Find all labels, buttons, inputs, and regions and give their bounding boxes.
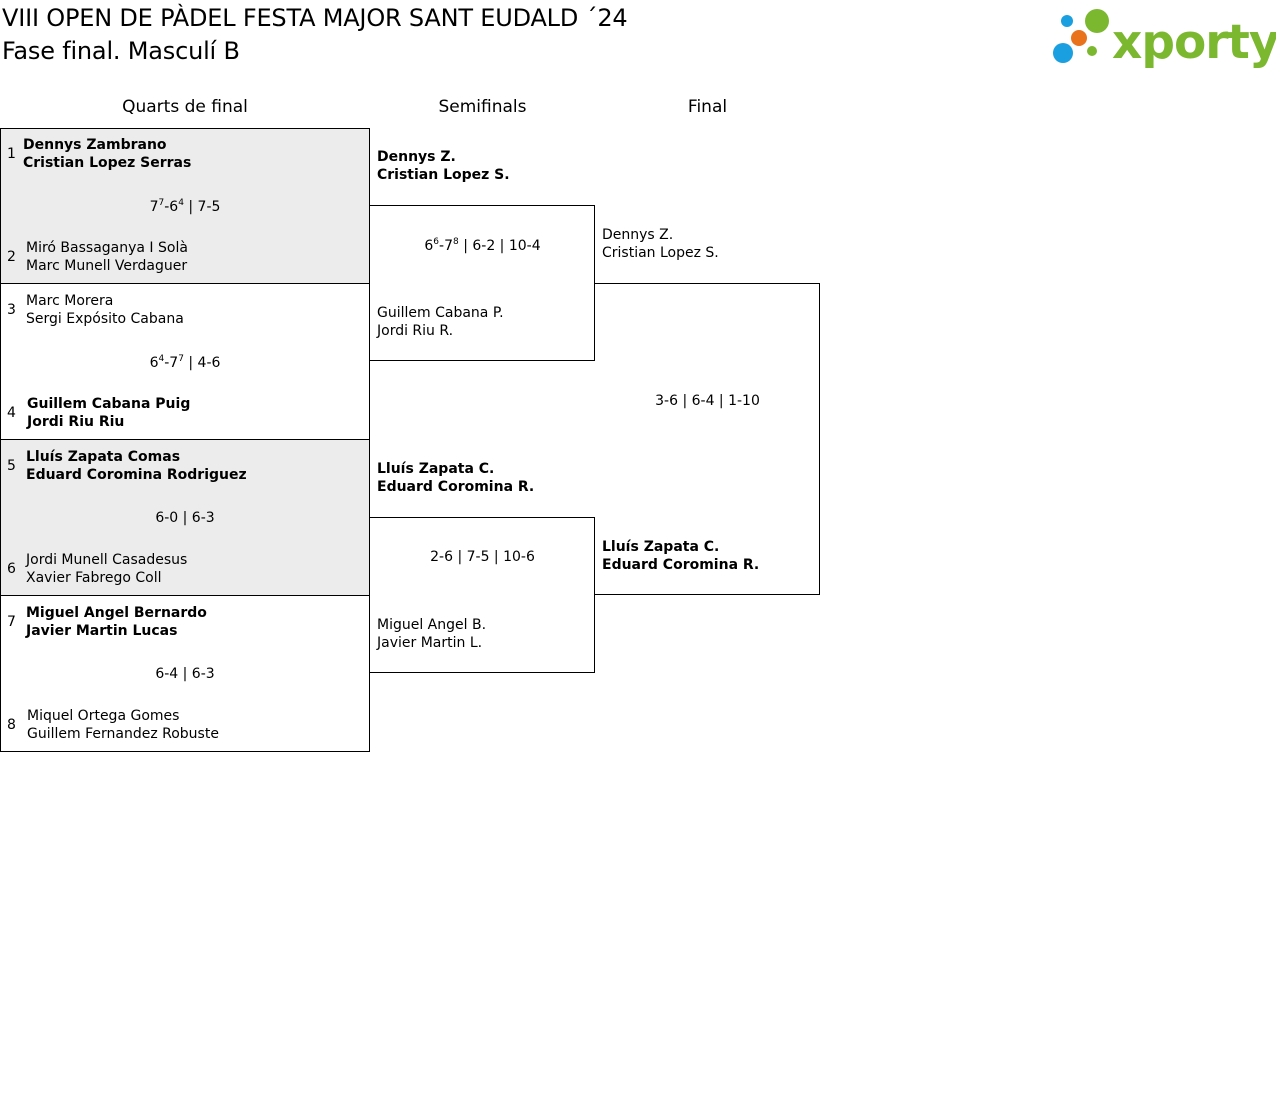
player-name: Dennys Z. xyxy=(602,227,674,243)
logo-dot-green xyxy=(1085,9,1109,33)
player-name: Marc Morera xyxy=(26,293,114,309)
player-name: Miquel Ortega Gomes xyxy=(27,708,180,724)
seed-number: 8 xyxy=(7,717,16,733)
set-score: 7 xyxy=(169,355,179,371)
tiebreak-score: 8 xyxy=(453,237,459,247)
seed-number: 6 xyxy=(7,561,16,577)
player-name: Dennys Z. xyxy=(377,149,456,165)
semifinal-match-2 xyxy=(370,517,595,673)
tournament-title: VIII OPEN DE PÀDEL FESTA MAJOR SANT EUDA… xyxy=(2,4,628,32)
match-score: 6-4 | 6-3 xyxy=(155,666,215,682)
player-name: Eduard Coromina Rodriguez xyxy=(26,467,247,483)
player-name: Cristian Lopez Serras xyxy=(23,155,192,171)
player-name: Lluís Zapata C. xyxy=(377,461,495,477)
seed-number: 5 xyxy=(7,458,16,474)
player-name: Eduard Coromina R. xyxy=(602,557,760,573)
score-rest: | 4-6 xyxy=(183,355,221,371)
tiebreak-score: 6 xyxy=(433,237,440,247)
quarterfinal-match-1 xyxy=(0,128,370,284)
round-header-semifinals: Semifinals xyxy=(438,97,527,117)
player-name: Cristian Lopez S. xyxy=(602,245,719,261)
seed-number: 1 xyxy=(7,146,16,162)
player-name: Miguel Angel Bernardo xyxy=(26,605,207,621)
match-score: 6-0 | 6-3 xyxy=(155,510,215,526)
player-name: Jordi Riu R. xyxy=(377,323,454,339)
player-name: Guillem Cabana P. xyxy=(377,305,504,321)
player-name: Miró Bassaganya I Solà xyxy=(26,240,188,256)
player-name: Dennys Zambrano xyxy=(23,137,167,153)
logo-dot-blue xyxy=(1053,43,1073,63)
logo-dot-orange xyxy=(1071,30,1087,46)
seed-number: 4 xyxy=(7,405,16,421)
semifinal-match-1 xyxy=(370,205,595,361)
player-name: Jordi Munell Casadesus xyxy=(26,552,188,568)
match-score: 64-77 | 4-6 xyxy=(0,354,370,372)
set-score: 7 xyxy=(149,199,159,215)
quarterfinal-match-2 xyxy=(0,284,370,440)
tiebreak-score: 7 xyxy=(178,354,184,364)
score-separator: - xyxy=(164,355,170,371)
set-score: 6 xyxy=(424,238,434,254)
xporty-logo: xporty xyxy=(1053,9,1276,68)
score-separator: - xyxy=(439,238,445,254)
tiebreak-score: 7 xyxy=(158,198,165,208)
logo-dot-blue-small xyxy=(1061,15,1073,27)
player-name: Miguel Angel B. xyxy=(377,617,487,633)
player-name: Lluís Zapata Comas xyxy=(26,449,181,465)
player-name: Jordi Riu Riu xyxy=(27,414,125,430)
logo-wordmark: xporty xyxy=(1112,15,1276,68)
match-score: 3-6 | 6-4 | 1-10 xyxy=(655,393,760,409)
player-name: Lluís Zapata C. xyxy=(602,539,720,555)
player-name: Eduard Coromina R. xyxy=(377,479,535,495)
score-rest: | 7-5 xyxy=(183,199,221,215)
tiebreak-score: 4 xyxy=(178,198,184,208)
score-rest: | 6-2 | 10-4 xyxy=(458,238,541,254)
player-name: Cristian Lopez S. xyxy=(377,167,510,183)
player-name: Sergi Expósito Cabana xyxy=(26,311,184,327)
set-score: 7 xyxy=(444,238,454,254)
match-score: 2-6 | 7-5 | 10-6 xyxy=(430,549,535,565)
match-score: 77-64 | 7-5 xyxy=(0,198,370,216)
final-match xyxy=(595,283,820,595)
quarterfinal-match-3 xyxy=(0,440,370,596)
seed-number: 3 xyxy=(7,302,16,318)
player-name: Xavier Fabrego Coll xyxy=(26,570,162,586)
player-name: Guillem Cabana Puig xyxy=(27,396,191,412)
set-score: 6 xyxy=(149,355,159,371)
set-score: 6 xyxy=(169,199,179,215)
logo-dot-green-small xyxy=(1087,46,1097,56)
player-name: Marc Munell Verdaguer xyxy=(26,258,188,274)
player-name: Javier Martin Lucas xyxy=(26,623,178,639)
match-score: 66-78 | 6-2 | 10-4 xyxy=(370,237,595,255)
player-name: Javier Martin L. xyxy=(377,635,483,651)
round-header-final: Final xyxy=(687,97,728,117)
quarterfinal-match-4 xyxy=(0,596,370,752)
player-name: Guillem Fernandez Robuste xyxy=(27,726,219,742)
round-header-quarterfinals: Quarts de final xyxy=(122,97,248,117)
tiebreak-score: 4 xyxy=(158,354,165,364)
seed-number: 2 xyxy=(7,249,16,265)
phase-subtitle: Fase final. Masculí B xyxy=(2,37,240,65)
seed-number: 7 xyxy=(7,614,16,630)
score-separator: - xyxy=(164,199,170,215)
